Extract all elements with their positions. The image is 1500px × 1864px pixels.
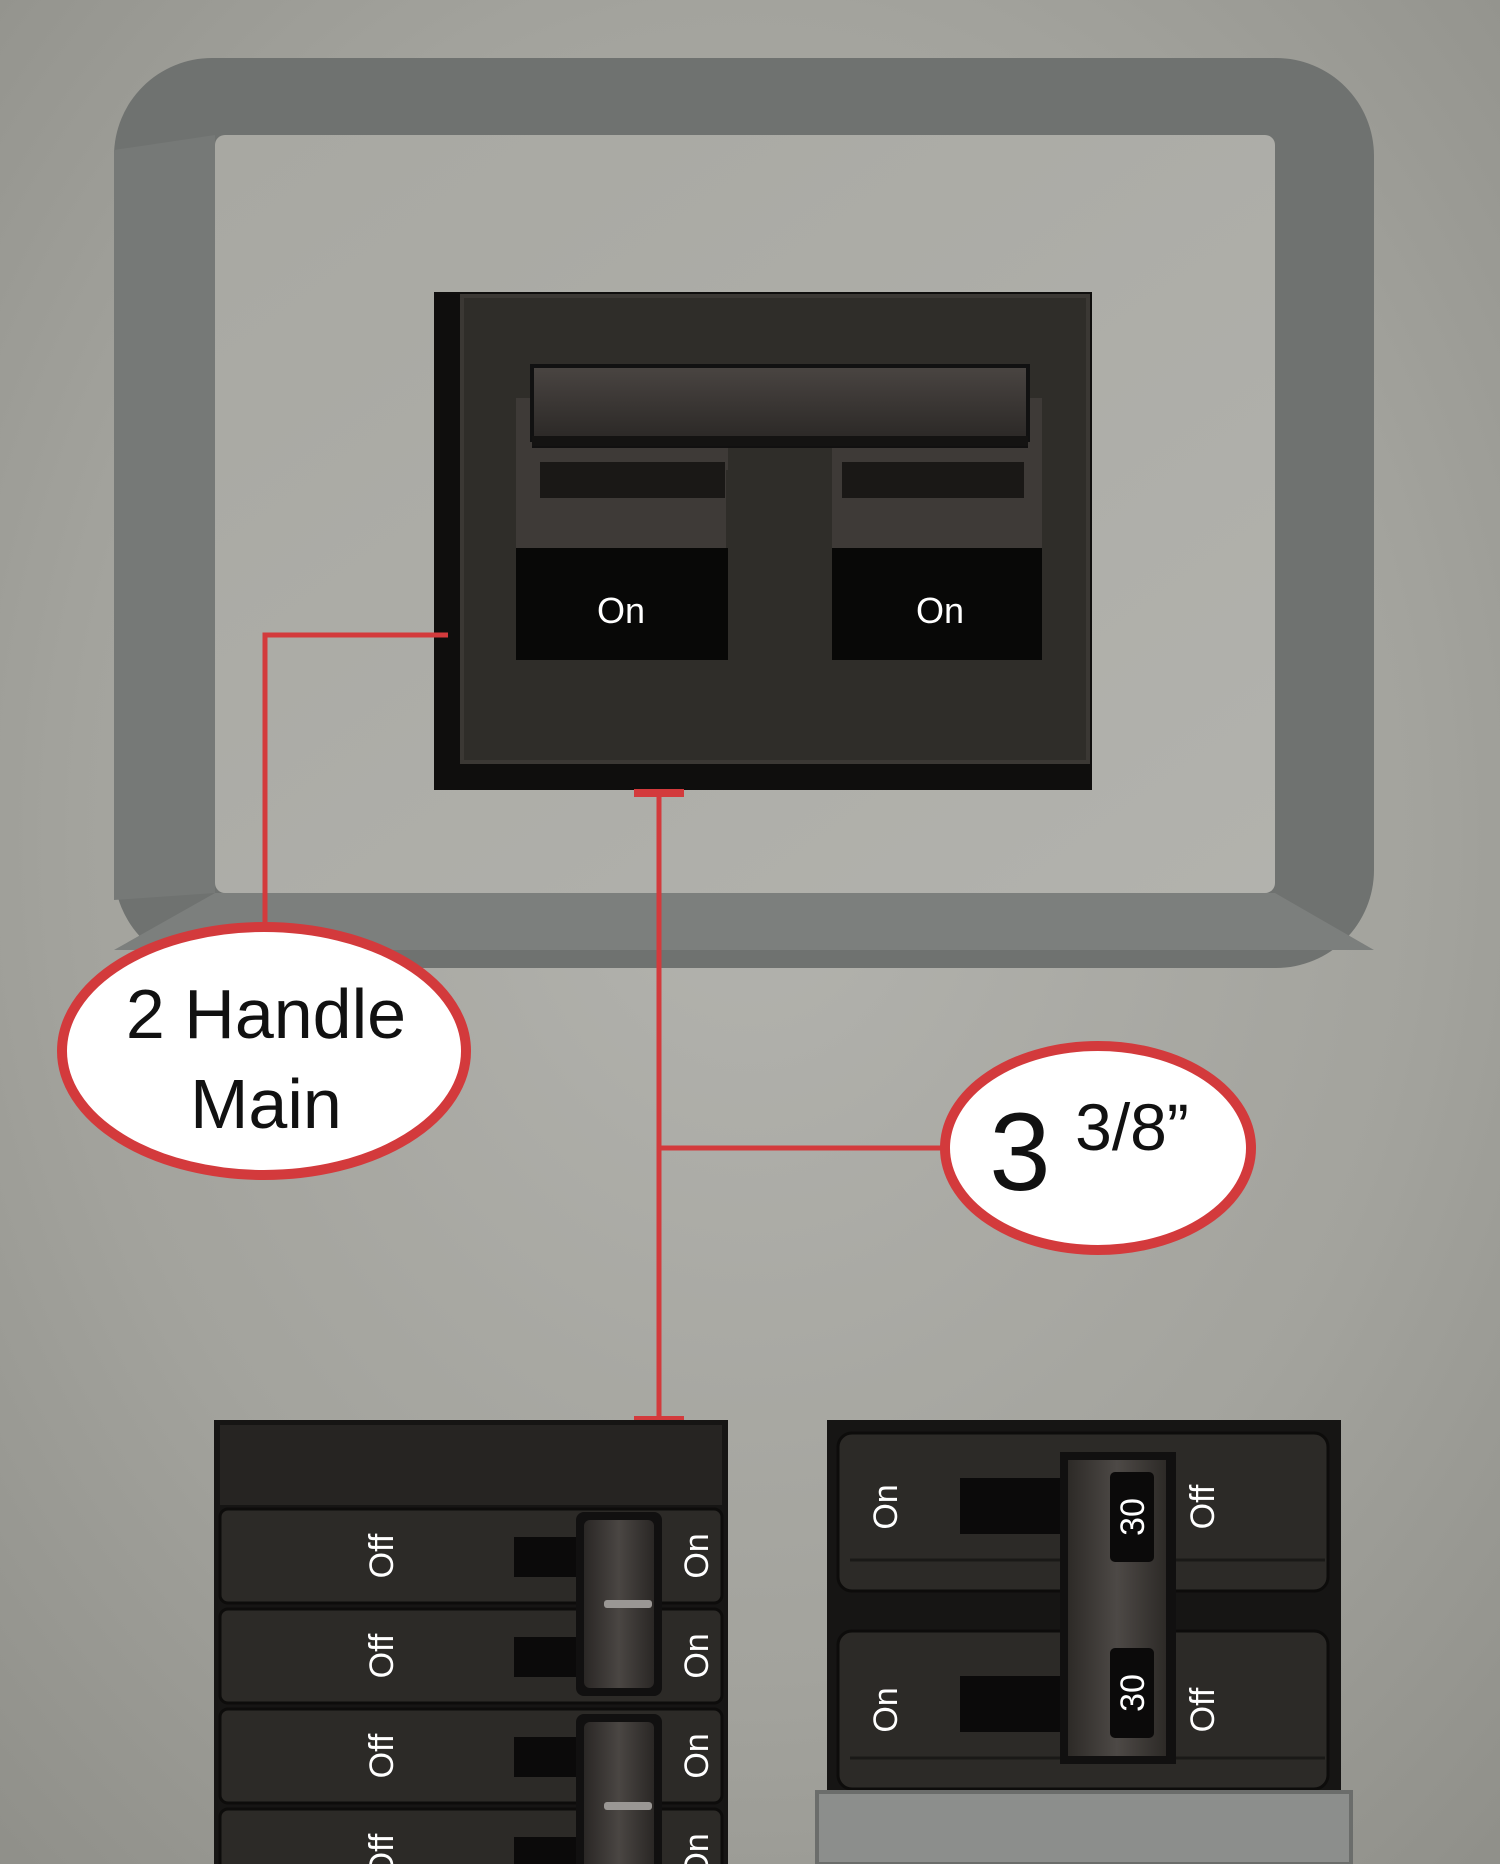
single-pole-off-label: Off [363,1833,401,1864]
dimension-fraction: 3/8” [1075,1090,1189,1164]
blank-filler-plate [815,1790,1353,1864]
main-left-on-label: On [597,590,645,631]
single-pole-on-label: On [678,1733,716,1778]
handle-type-callout-line2: Main [190,1065,342,1143]
double-pole-bottom-on-label: On [867,1687,905,1732]
breaker-tab [514,1837,584,1864]
single-pole-off-label: Off [363,1633,401,1678]
single-pole-off-label: Off [363,1533,401,1578]
handle-type-callout: 2 Handle Main [57,632,471,1180]
double-pole-top-rating: 30 [1114,1498,1152,1536]
main-right-on-label: On [916,590,964,631]
single-pole-on-label: On [678,1633,716,1678]
main-breaker-tie-handle[interactable] [530,364,1030,548]
double-pole-bottom-rating: 30 [1114,1674,1152,1712]
double-pole-top-off-label: Off [1184,1484,1222,1529]
dimension-whole: 3 [989,1091,1050,1214]
single-pole-on-label: On [678,1533,716,1578]
breaker-tab [514,1737,584,1777]
double-pole-top-on-label: On [867,1484,905,1529]
double-pole-bottom-off-label: Off [1184,1687,1222,1732]
breaker-tab [514,1637,584,1677]
handle-type-callout-line1: 2 Handle [126,975,406,1053]
tandem-handle-face [584,1722,654,1864]
dimension-callout: 3 3/8” [634,789,1256,1424]
double-pole-breaker: 30 30 On Off On Off [827,1420,1341,1800]
handle-indicator-bar [604,1600,652,1608]
breaker-tab [514,1537,584,1577]
single-pole-on-label: On [678,1833,716,1864]
handle-indicator-bar [604,1802,652,1810]
main-breaker: On On [434,292,1092,790]
single-pole-off-label: Off [363,1733,401,1778]
